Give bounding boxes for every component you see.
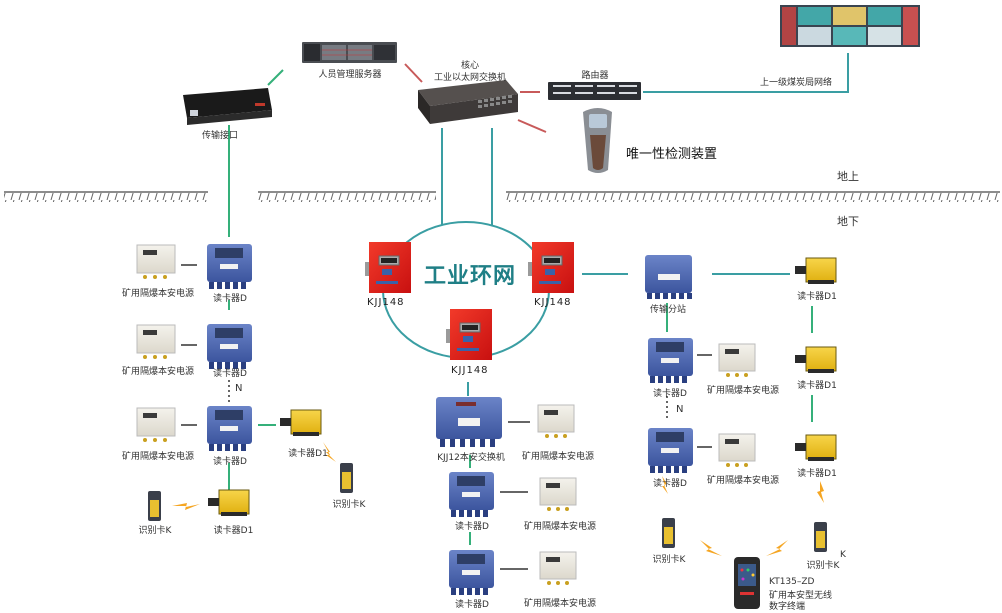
label-kjj148-left: KJJ148 bbox=[367, 297, 405, 308]
label-power-supply: 矿用隔爆本安电源 bbox=[121, 367, 194, 377]
label-reader-d: 读卡器D bbox=[213, 369, 247, 379]
label-reader-d1: 读卡器D1 bbox=[797, 292, 837, 302]
label-terminal-model: KT135–ZD bbox=[769, 577, 815, 587]
id-card-left-bottom[interactable] bbox=[148, 491, 161, 521]
label-reader-d: 读卡器D bbox=[455, 600, 489, 610]
power-supply-center-3[interactable] bbox=[539, 551, 577, 585]
kjj148-node-left[interactable] bbox=[365, 242, 411, 293]
link-server-switch bbox=[404, 63, 423, 83]
label-zone-below: 地下 bbox=[837, 215, 859, 228]
label-power-supply: 矿用隔爆本安电源 bbox=[706, 476, 779, 486]
reader-d1-right-3[interactable] bbox=[795, 434, 837, 461]
label-power-supply: 矿用隔爆本安电源 bbox=[521, 452, 594, 462]
power-supply-left-2[interactable] bbox=[136, 324, 176, 359]
label-transmission-interface: 传输接口 bbox=[201, 131, 238, 141]
transmission-substation[interactable] bbox=[645, 255, 692, 299]
ground-line bbox=[4, 191, 1000, 202]
label-n-right: N bbox=[676, 404, 684, 415]
router-device[interactable] bbox=[548, 82, 641, 100]
label-reader-d: 读卡器D bbox=[653, 479, 687, 489]
label-id-card: 识别卡K bbox=[806, 561, 840, 571]
label-reader-d1: 读卡器D1 bbox=[797, 381, 837, 391]
wireless-bolt-icon bbox=[817, 481, 824, 503]
label-reader-d1: 读卡器D1 bbox=[213, 526, 254, 536]
id-card-right-left[interactable] bbox=[662, 518, 675, 548]
label-power-supply: 矿用隔爆本安电源 bbox=[523, 599, 596, 609]
label-ring-title: 工业环网 bbox=[424, 264, 517, 289]
label-power-supply: 矿用隔爆本安电源 bbox=[523, 522, 596, 532]
reader-d-right-2[interactable] bbox=[648, 428, 693, 473]
wireless-bolt-icon bbox=[700, 540, 722, 556]
label-reader-d: 读卡器D bbox=[653, 389, 687, 399]
kjj148-node-right[interactable] bbox=[528, 242, 574, 293]
label-upper-network: 上一级煤炭局网络 bbox=[760, 78, 833, 88]
reader-d1-right-2[interactable] bbox=[795, 346, 837, 373]
label-core-switch-line2: 工业以太网交换机 bbox=[433, 73, 506, 83]
wireless-bolt-icon bbox=[323, 442, 336, 462]
label-kjj148-bottom: KJJ148 bbox=[451, 365, 489, 376]
label-reader-d: 读卡器D bbox=[455, 522, 489, 532]
core-switch-device[interactable] bbox=[418, 80, 518, 124]
label-power-supply: 矿用隔爆本安电源 bbox=[706, 386, 779, 396]
link-router-upper-network bbox=[643, 53, 849, 93]
reader-d1-right-1[interactable] bbox=[795, 257, 837, 284]
link-switch-detector bbox=[517, 119, 547, 133]
reader-d-right-1[interactable] bbox=[648, 338, 693, 383]
label-id-card: 识别卡K bbox=[332, 500, 366, 510]
power-supply-center-2[interactable] bbox=[539, 477, 577, 511]
label-id-card: 识别卡K bbox=[652, 555, 686, 565]
label-reader-d: 读卡器D bbox=[213, 457, 247, 467]
id-card-right-right[interactable] bbox=[814, 522, 827, 552]
power-supply-left-1[interactable] bbox=[136, 244, 176, 279]
reader-d1-left-right[interactable] bbox=[280, 409, 322, 436]
label-zone-above: 地上 bbox=[837, 170, 859, 183]
label-kjj12-switch: KJJ12本安交换机 bbox=[437, 453, 505, 463]
label-terminal-desc1: 矿用本安型无线 bbox=[769, 591, 833, 601]
link-interface-server bbox=[267, 69, 284, 86]
reader-d1-left-bottom[interactable] bbox=[208, 489, 250, 516]
label-id-card: 识别卡K bbox=[138, 526, 172, 536]
label-kjj148-right: KJJ148 bbox=[534, 297, 572, 308]
label-power-supply: 矿用隔爆本安电源 bbox=[121, 289, 194, 299]
reader-d-left-1[interactable] bbox=[207, 244, 252, 289]
label-reader-d1: 读卡器D1 bbox=[288, 449, 328, 459]
reader-d-left-3[interactable] bbox=[207, 406, 252, 451]
kjj12-intrinsic-switch[interactable] bbox=[436, 397, 502, 447]
label-core-switch-line1: 核心 bbox=[460, 61, 479, 71]
wireless-bolt-icon bbox=[172, 503, 200, 510]
wireless-bolt-icon bbox=[662, 476, 668, 494]
label-personnel-server: 人员管理服务器 bbox=[318, 70, 382, 80]
label-id-card-suffix: K bbox=[840, 550, 846, 560]
wireless-terminal-device[interactable] bbox=[734, 557, 760, 609]
label-uniqueness-detector: 唯一性检测装置 bbox=[626, 147, 718, 162]
label-router: 路由器 bbox=[581, 71, 609, 81]
label-substation: 传输分站 bbox=[649, 305, 686, 315]
reader-d-center-1[interactable] bbox=[449, 472, 494, 517]
uniqueness-detector-device[interactable] bbox=[583, 108, 612, 173]
label-terminal-desc2: 数字终端 bbox=[769, 602, 806, 612]
label-n-left: N bbox=[235, 383, 243, 394]
personnel-server-device[interactable] bbox=[302, 42, 397, 63]
kjj148-node-bottom[interactable] bbox=[446, 309, 492, 360]
label-reader-d: 读卡器D bbox=[213, 294, 247, 304]
wireless-bolt-icon bbox=[766, 540, 788, 556]
upper-network-video-wall[interactable] bbox=[780, 5, 920, 47]
power-supply-center-1[interactable] bbox=[537, 404, 575, 438]
reader-d-left-2[interactable] bbox=[207, 324, 252, 369]
label-power-supply: 矿用隔爆本安电源 bbox=[121, 452, 194, 462]
power-supply-right-2[interactable] bbox=[718, 433, 756, 467]
power-supply-left-3[interactable] bbox=[136, 407, 176, 442]
label-reader-d1: 读卡器D1 bbox=[797, 469, 837, 479]
id-card-left-right[interactable] bbox=[340, 463, 353, 493]
power-supply-right-1[interactable] bbox=[718, 343, 756, 377]
transmission-interface-device[interactable] bbox=[183, 88, 272, 125]
reader-d-center-2[interactable] bbox=[449, 550, 494, 595]
